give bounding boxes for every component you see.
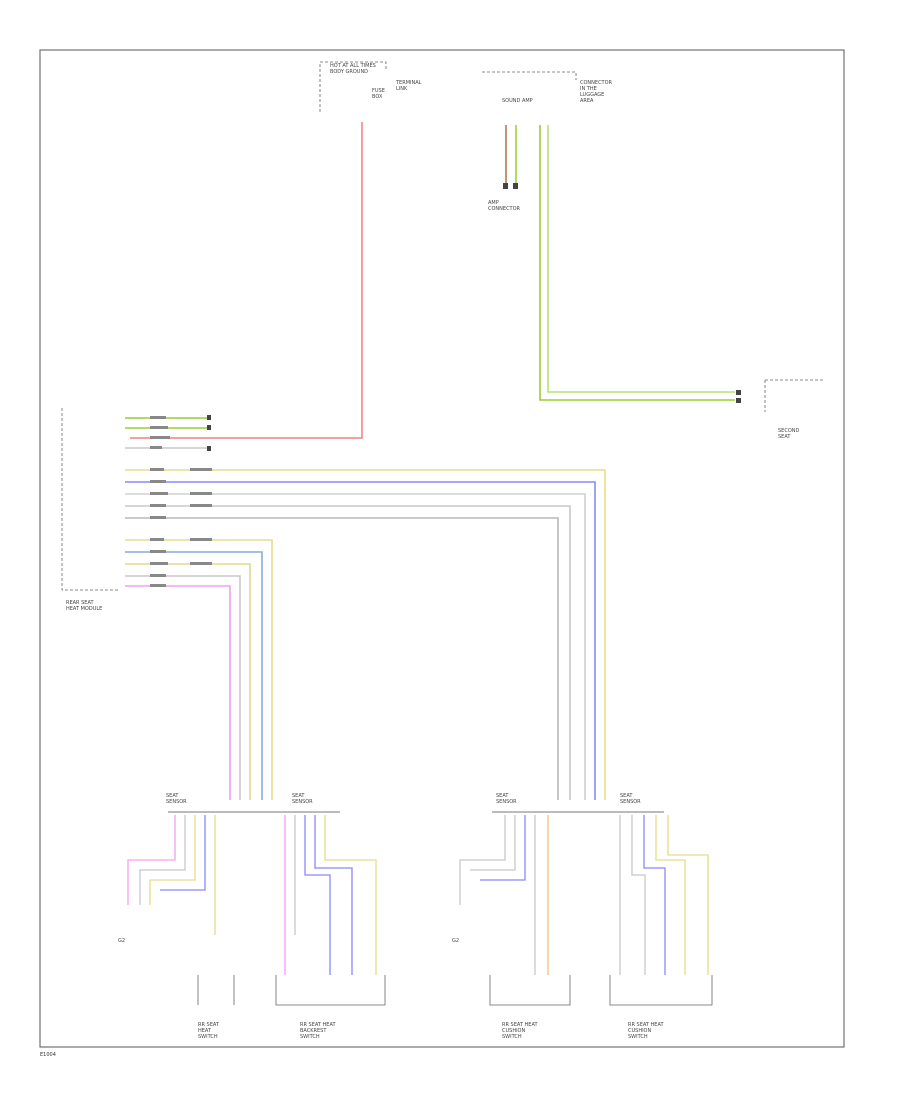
switch-4-label: RR SEAT HEAT CUSHION SWITCH [628,1022,664,1040]
wire-pink-left [125,585,231,800]
left-ground-label: G2 [118,938,126,944]
diagram-footer-code: E1004 [40,1052,56,1058]
right-module-outline [764,379,824,412]
fuse-desc-label: FUSE BOX [372,88,385,100]
power-wire-red [130,122,363,439]
wire-blue-right [125,481,596,800]
top-right-conn-outline [482,71,577,80]
switch-1-label: RR SEAT HEAT SWITCH [198,1022,219,1040]
heat-module-label: REAR SEAT HEAT MODULE [66,600,103,612]
wire-green-top-right [539,125,735,401]
switch-3-label: RR SEAT HEAT CUSHION SWITCH [502,1022,538,1040]
right-ground-label: G2 [452,938,460,944]
switch-2-outline [275,975,386,1006]
module-pin-rows [150,416,212,587]
sensor-2-label: SEAT SENSOR [292,793,313,805]
heat-module-outline [61,408,118,591]
switch-1-outline [197,975,235,1005]
switch-2-label: RR SEAT HEAT BACKREST SWITCH [300,1022,336,1040]
left-sensor-branches [127,815,377,975]
sensor-3-label: SEAT SENSOR [496,793,517,805]
fuse-block-label: HOT AT ALL TIMES BODY GROUND [330,63,376,75]
fuse-block-outline [319,61,387,112]
sensor-4-label: SEAT SENSOR [620,793,641,805]
wire-yellow-left [125,539,273,800]
amp-connector-label: SOUND AMP [502,98,533,104]
wire-yellow-right [125,469,606,800]
diagram-frame [39,49,845,1048]
wire-yellow-left-2 [125,563,251,800]
wire-gray-right-2 [125,505,571,800]
switch-4-outline [609,975,713,1006]
wire-gray-left [125,575,241,800]
right-sensor-branches [459,815,709,975]
wire-blue-left [125,551,263,800]
amp-desc-label: AMP CONNECTOR [488,200,521,212]
wire-gray-right-3 [125,517,559,800]
sensor-1-label: SEAT SENSOR [166,793,187,805]
wire-gray-right-1 [125,493,586,800]
connector-terminals [207,183,741,451]
right-module-label: SECOND SEAT [778,428,800,440]
splice-desc-label: TERMINAL LINK [396,80,422,92]
switch-3-outline [489,975,571,1006]
top-right-connector-label: CONNECTOR IN THE LUGGAGE AREA [580,80,613,104]
wire-lgreen-top-right [547,125,735,393]
